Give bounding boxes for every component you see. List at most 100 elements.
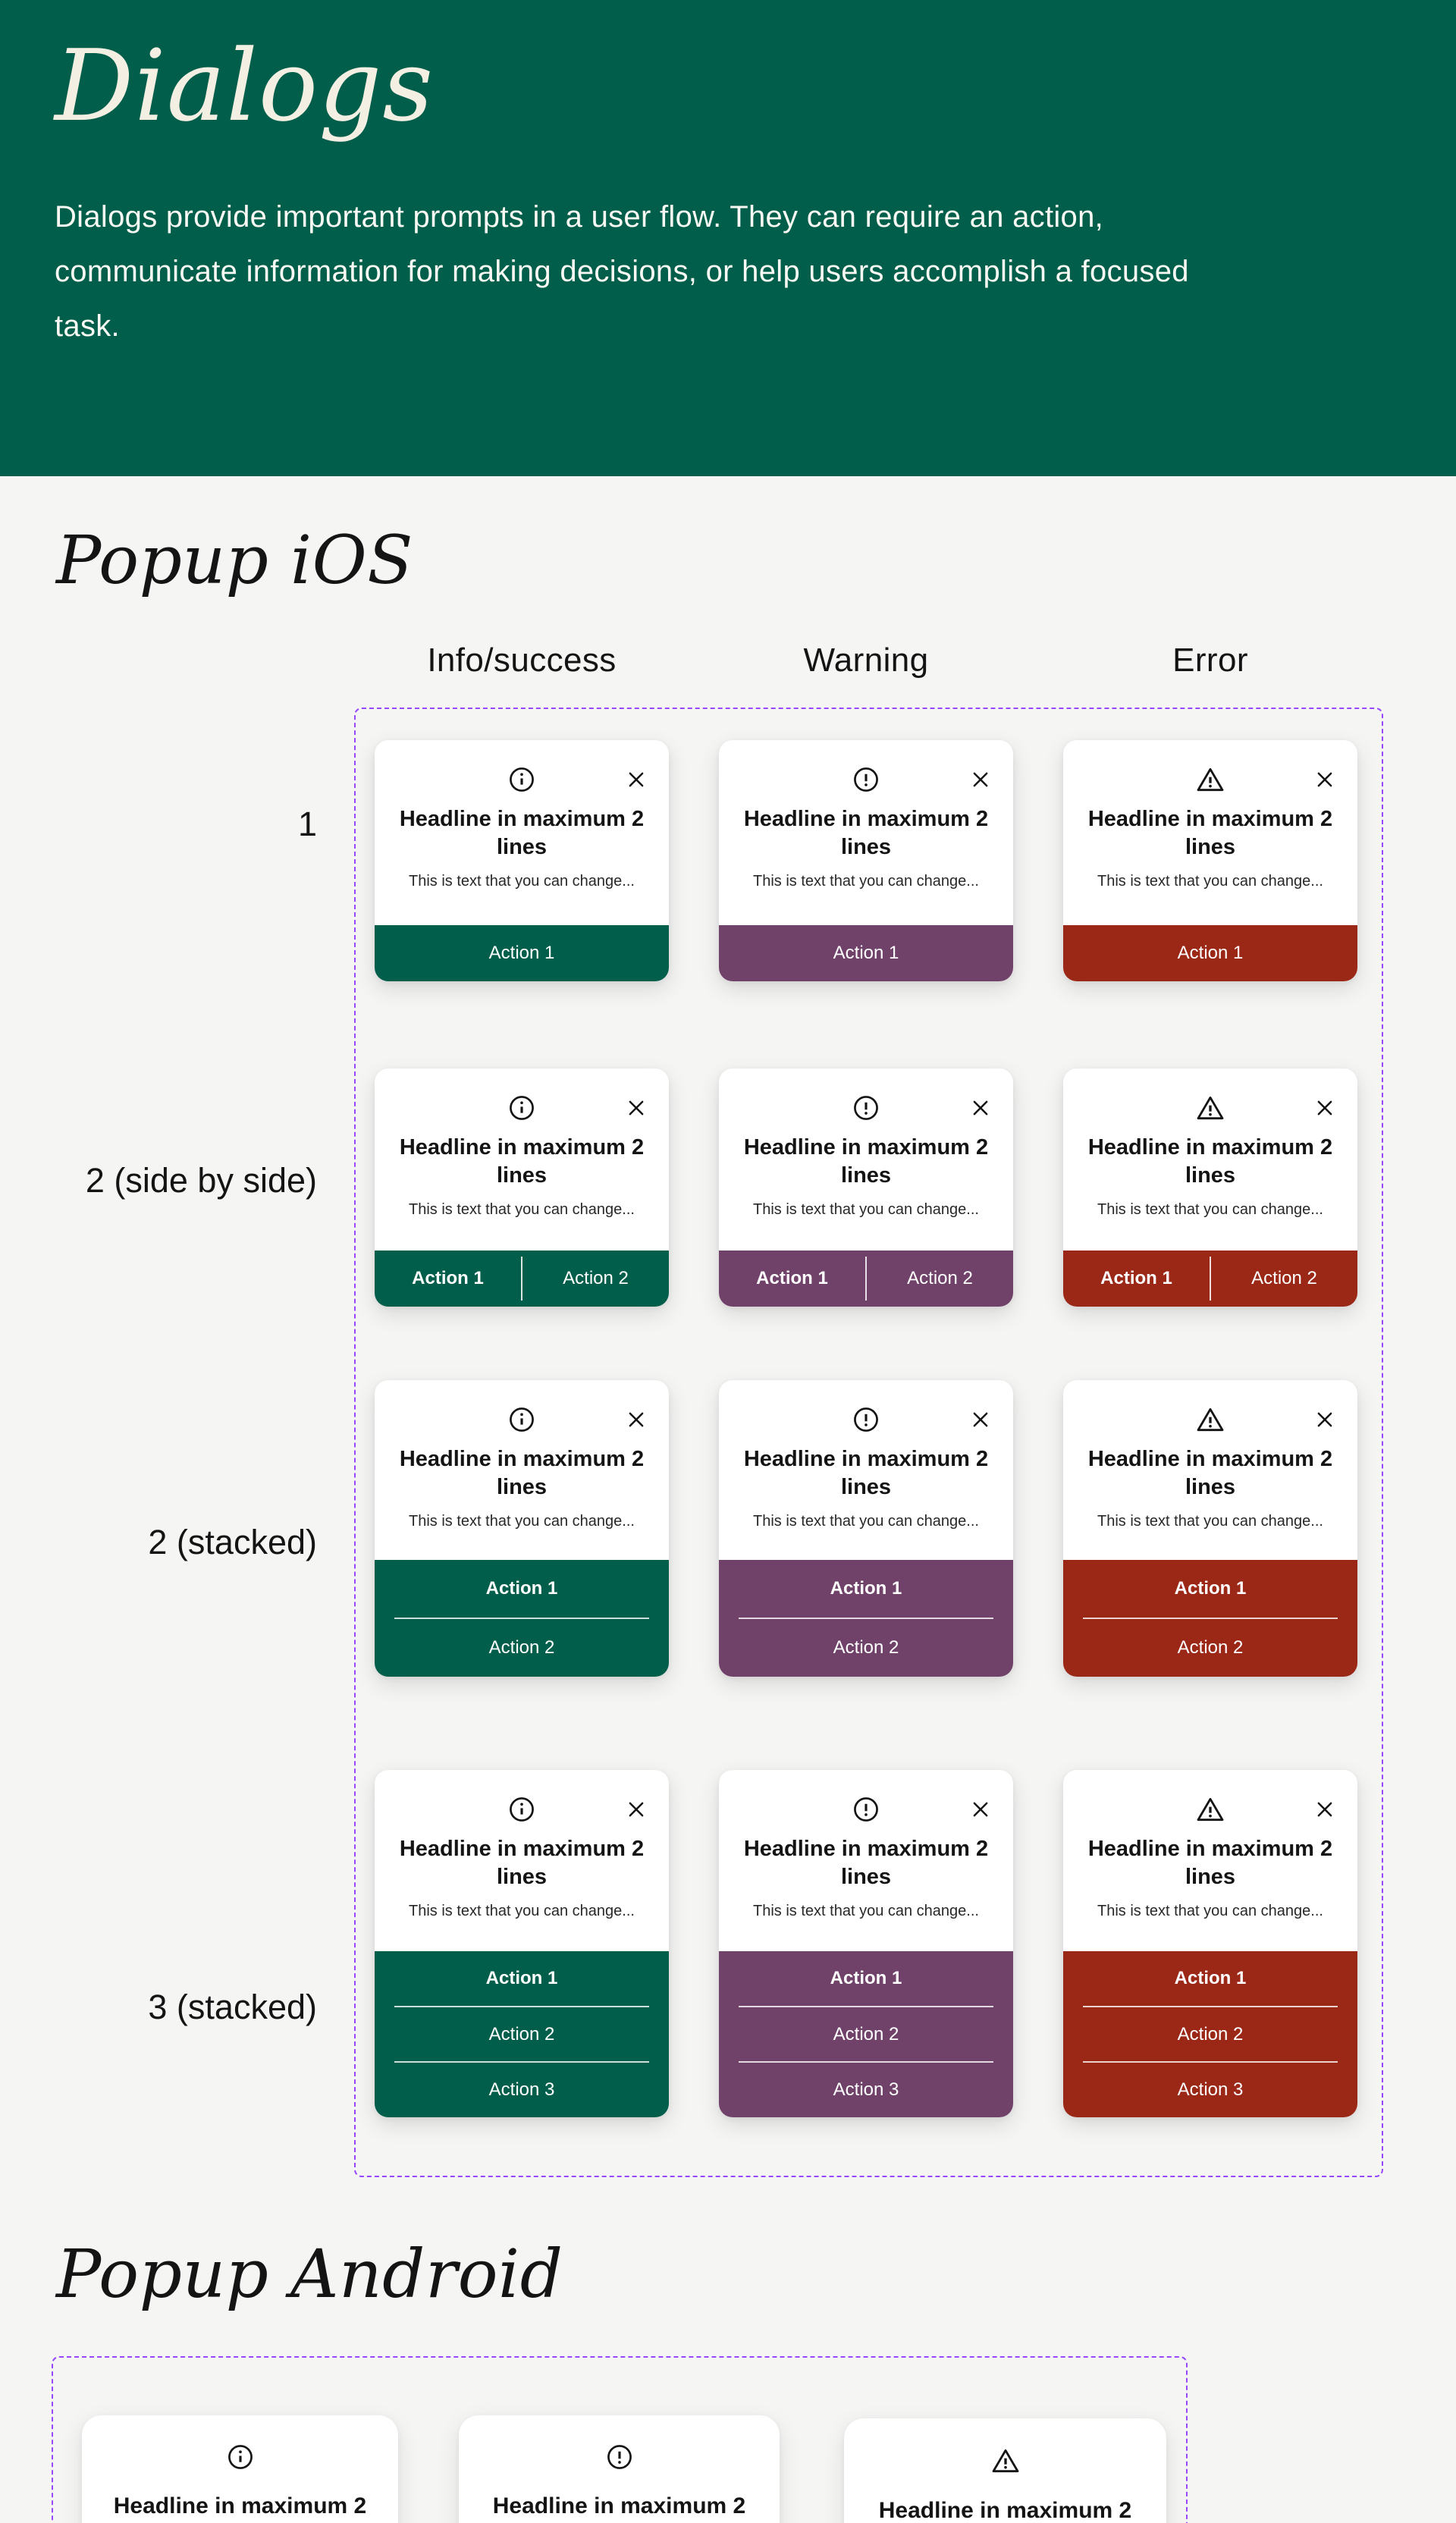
dialog-card-top: [375, 1093, 669, 1123]
row-label-1: 1: [297, 805, 317, 843]
dialog-row-three-stacked: Headline in maximum 2 lines This is text…: [375, 1770, 1357, 2117]
action-1-button[interactable]: Action 1: [375, 1251, 521, 1307]
dialog-card-warning-1: Headline in maximum 2 lines This is text…: [719, 740, 1013, 981]
close-icon[interactable]: [1312, 1797, 1338, 1822]
dialog-actions: Action 1: [719, 925, 1013, 981]
android-dialog-card-warning: Headline in maximum 2 lines: [459, 2415, 780, 2523]
dialog-body: This is text that you can change...: [1097, 873, 1323, 890]
dialog-card-top: [82, 2443, 398, 2471]
dialog-body: This is text that you can change...: [409, 873, 635, 890]
dialog-body: This is text that you can change...: [409, 1513, 635, 1530]
dialog-headline: Headline in maximum 2 lines: [399, 1837, 645, 1889]
column-header-warning: Warning: [803, 642, 929, 679]
action-2-button[interactable]: Action 2: [719, 2007, 1013, 2062]
action-1-button[interactable]: Action 1: [719, 1251, 865, 1307]
alert-triangle-icon: [990, 2446, 1021, 2476]
alert-circle-icon: [852, 1405, 880, 1434]
close-icon[interactable]: [968, 1797, 993, 1822]
info-circle-icon: [507, 765, 536, 794]
dialog-body: This is text that you can change...: [1097, 1903, 1323, 1919]
close-icon[interactable]: [623, 1797, 649, 1822]
page-title: Dialogs: [55, 28, 435, 143]
button-divider: [394, 2005, 649, 2007]
button-divider: [1083, 2061, 1338, 2063]
dialog-actions: Action 1 Action 2: [719, 1560, 1013, 1677]
info-circle-icon: [507, 1094, 536, 1122]
alert-circle-icon: [852, 1094, 880, 1122]
alert-triangle-icon: [1195, 1794, 1225, 1825]
action-2-button[interactable]: Action 2: [522, 1251, 669, 1307]
android-dialog-card-success: Headline in maximum 2 lines: [82, 2415, 398, 2523]
action-1-button[interactable]: Action 1: [375, 1951, 669, 2006]
action-1-button[interactable]: Action 1: [375, 1560, 669, 1618]
button-divider: [1210, 1257, 1211, 1301]
alert-circle-icon: [852, 1795, 880, 1824]
action-1-button[interactable]: Action 1: [375, 925, 669, 981]
action-2-button[interactable]: Action 2: [1063, 1619, 1357, 1677]
close-icon[interactable]: [623, 1095, 649, 1121]
dialog-card-success-3stack: Headline in maximum 2 lines This is text…: [375, 1770, 669, 2117]
dialog-card-top: [1063, 1404, 1357, 1435]
dialog-card-top: [719, 1404, 1013, 1435]
android-annotation-frame: [52, 2356, 1188, 2523]
dialog-card-success-2sbs: Headline in maximum 2 lines This is text…: [375, 1069, 669, 1307]
action-1-button[interactable]: Action 1: [719, 925, 1013, 981]
close-icon[interactable]: [1312, 1407, 1338, 1433]
action-2-button[interactable]: Action 2: [375, 1619, 669, 1677]
close-icon[interactable]: [1312, 1095, 1338, 1121]
action-2-button[interactable]: Action 2: [1063, 2007, 1357, 2062]
button-divider: [394, 2061, 649, 2063]
dialog-card-error-2sbs: Headline in maximum 2 lines This is text…: [1063, 1069, 1357, 1307]
action-1-button[interactable]: Action 1: [719, 1951, 1013, 2006]
dialog-body: This is text that you can change...: [409, 1201, 635, 1218]
dialog-actions: Action 1 Action 2: [719, 1251, 1013, 1307]
dialog-headline: Headline in maximum 2 lines: [743, 807, 989, 859]
action-2-button[interactable]: Action 2: [375, 2007, 669, 2062]
dialog-headline: Headline in maximum 2 lines: [399, 1135, 645, 1188]
dialog-headline: Headline in maximum 2 lines: [1087, 1447, 1333, 1499]
close-icon[interactable]: [968, 767, 993, 792]
close-icon[interactable]: [1312, 767, 1338, 792]
action-3-button[interactable]: Action 3: [375, 2063, 669, 2117]
alert-circle-icon: [605, 2443, 634, 2471]
button-divider: [865, 1257, 867, 1301]
action-1-button[interactable]: Action 1: [1063, 925, 1357, 981]
dialog-card-top: [375, 764, 669, 795]
dialog-headline: Headline in maximum 2 lines: [399, 1447, 645, 1499]
dialog-headline: Headline in maximum 2 lines: [492, 2493, 746, 2518]
dialog-card-error-1: Headline in maximum 2 lines This is text…: [1063, 740, 1357, 981]
button-divider: [521, 1257, 522, 1301]
dialog-actions: Action 1 Action 2 Action 3: [375, 1951, 669, 2117]
close-icon[interactable]: [968, 1407, 993, 1433]
action-2-button[interactable]: Action 2: [719, 1619, 1013, 1677]
action-1-button[interactable]: Action 1: [1063, 1560, 1357, 1618]
row-label-2-side-by-side: 2 (side by side): [85, 1161, 317, 1200]
dialog-card-warning-3stack: Headline in maximum 2 lines This is text…: [719, 1770, 1013, 2117]
dialog-body: This is text that you can change...: [1097, 1201, 1323, 1218]
close-icon[interactable]: [623, 767, 649, 792]
dialog-body: This is text that you can change...: [753, 873, 979, 890]
info-circle-icon: [507, 1795, 536, 1824]
action-2-button[interactable]: Action 2: [1211, 1251, 1357, 1307]
dialog-card-top: [1063, 1093, 1357, 1123]
action-2-button[interactable]: Action 2: [867, 1251, 1013, 1307]
dialog-body: This is text that you can change...: [753, 1201, 979, 1218]
action-1-button[interactable]: Action 1: [1063, 1251, 1210, 1307]
dialog-headline: Headline in maximum 2 lines: [399, 807, 645, 859]
dialog-card-top: [375, 1404, 669, 1435]
close-icon[interactable]: [968, 1095, 993, 1121]
dialog-actions: Action 1 Action 2: [375, 1560, 669, 1677]
action-3-button[interactable]: Action 3: [1063, 2063, 1357, 2117]
page-header: Dialogs Dialogs provide important prompt…: [0, 0, 1456, 476]
dialog-body: This is text that you can change...: [753, 1513, 979, 1530]
action-3-button[interactable]: Action 3: [719, 2063, 1013, 2117]
dialog-card-top: [719, 1794, 1013, 1825]
action-1-button[interactable]: Action 1: [1063, 1951, 1357, 2006]
dialog-card-top: [1063, 764, 1357, 795]
dialog-headline: Headline in maximum 2 lines: [743, 1447, 989, 1499]
dialog-card-warning-2sbs: Headline in maximum 2 lines This is text…: [719, 1069, 1013, 1307]
dialog-row-two-side-by-side: Headline in maximum 2 lines This is text…: [375, 1069, 1357, 1307]
close-icon[interactable]: [623, 1407, 649, 1433]
action-1-button[interactable]: Action 1: [719, 1560, 1013, 1618]
dialog-actions: Action 1: [1063, 925, 1357, 981]
